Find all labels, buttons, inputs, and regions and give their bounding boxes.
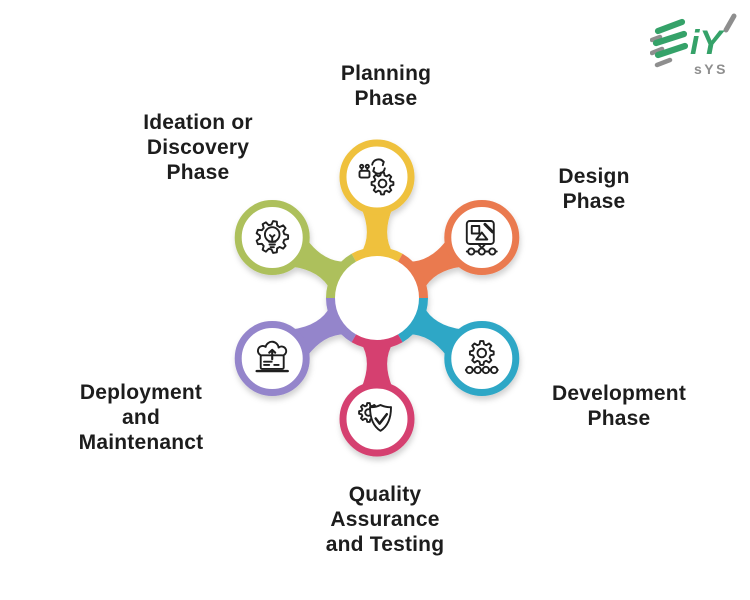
gear-pipeline-icon <box>464 340 499 375</box>
hub-ring-segment-ideation <box>326 253 357 299</box>
phase-label-qa: Quality Assurance and Testing <box>325 483 445 556</box>
shield-checkmark-gear-icon <box>358 402 392 432</box>
phase-node-development <box>444 321 520 396</box>
logo-chevron-marks <box>650 13 737 68</box>
gear-lightbulb-icon <box>255 220 290 254</box>
hub-ring-segment-development <box>397 297 429 343</box>
automation-sync-gear-icon <box>358 158 395 196</box>
hub-ring-segment-design <box>397 253 429 299</box>
eiysys-logo: iY sYS <box>650 13 737 77</box>
phase-node-design <box>444 200 520 275</box>
phase-node-planning <box>339 139 415 215</box>
hub-ring-segment-deployment <box>326 297 357 343</box>
wireframe-pencil-icon <box>465 220 498 256</box>
phase-label-design: Design Phase <box>558 165 630 213</box>
stem-qa <box>360 342 394 388</box>
phase-label-ideation: Ideation or Discovery Phase <box>143 111 253 184</box>
phase-label-development: Development Phase <box>551 382 687 430</box>
hub-ring-segment-qa <box>351 334 403 349</box>
stem-planning <box>360 208 394 254</box>
logo-sub-text: sYS <box>694 61 728 77</box>
cloud-upload-laptop-icon <box>255 340 289 373</box>
phase-label-deployment: Deployment and Maintenanct <box>78 381 204 454</box>
logo-main-text: iY <box>690 24 725 62</box>
center-hub <box>332 253 422 343</box>
hub-ring-segment-planning <box>351 247 403 262</box>
phase-label-planning: Planning Phase <box>340 62 432 110</box>
